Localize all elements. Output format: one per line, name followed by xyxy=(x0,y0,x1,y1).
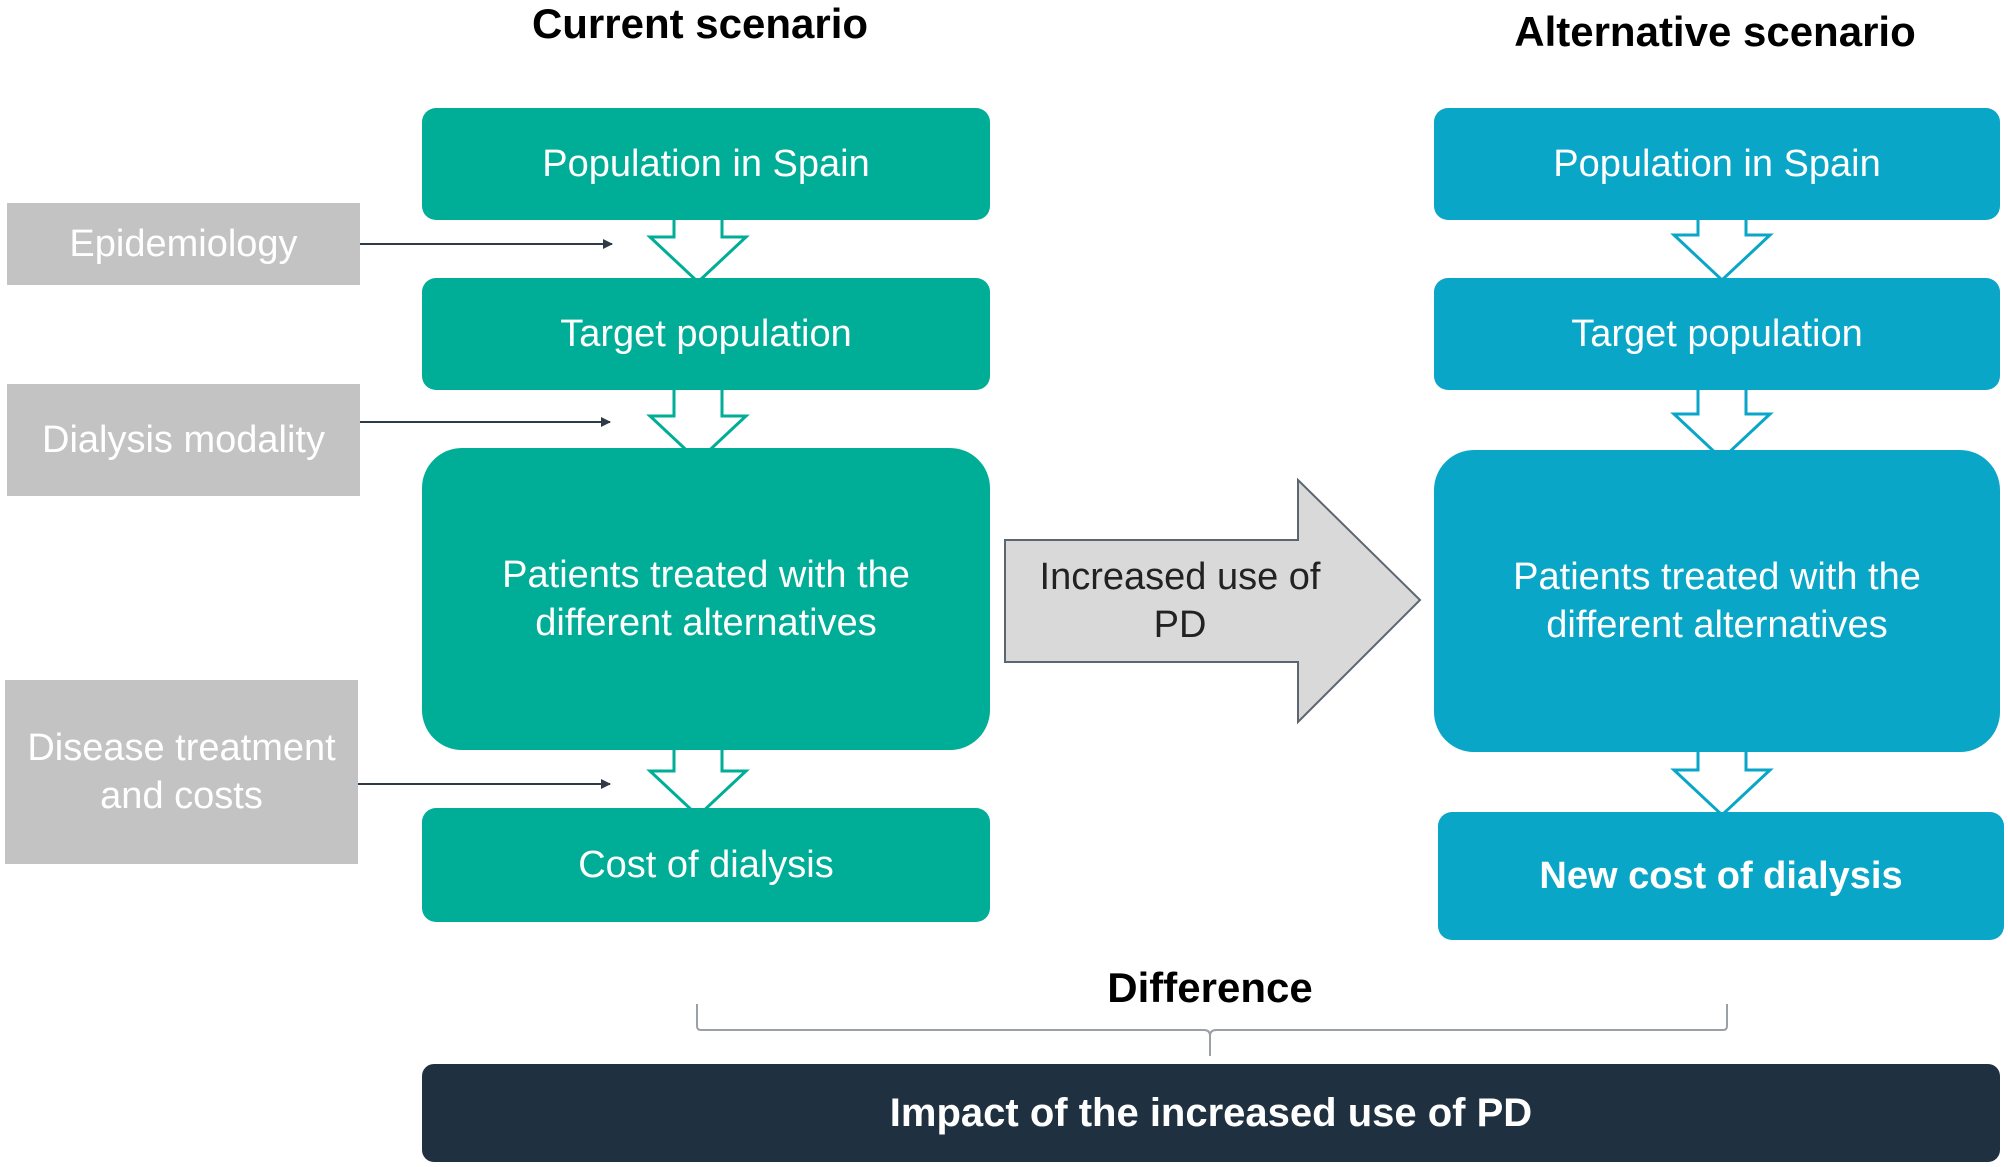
alternative-target-population-box: Target population xyxy=(1434,278,2000,390)
difference-brace xyxy=(696,1004,1728,1056)
difference-label: Difference xyxy=(1107,964,1313,1011)
down-arrow-icon xyxy=(1670,384,1774,462)
impact-bar: Impact of the increased use of PD xyxy=(422,1064,2000,1162)
alternative-new-cost-box: New cost of dialysis xyxy=(1438,812,2004,940)
current-patients-box: Patients treated with the different alte… xyxy=(422,448,990,750)
input-disease-treatment-costs: Disease treatment and costs xyxy=(5,680,358,864)
down-arrow-icon xyxy=(646,386,750,464)
alternative-patients-box: Patients treated with the different alte… xyxy=(1434,450,2000,752)
down-arrow-icon xyxy=(1670,740,1774,818)
transition-label: Increased use of PD xyxy=(1039,556,1321,646)
current-population-box: Population in Spain xyxy=(422,108,990,220)
input-dialysis-modality: Dialysis modality xyxy=(7,384,360,496)
down-arrow-icon xyxy=(646,741,750,819)
input-epidemiology: Epidemiology xyxy=(7,203,360,285)
current-scenario-title: Current scenario xyxy=(531,0,869,47)
alternative-population-box: Population in Spain xyxy=(1434,108,2000,220)
alternative-scenario-title: Alternative scenario xyxy=(1514,8,1916,55)
transition-arrow-icon xyxy=(1004,477,1422,725)
current-target-population-box: Target population xyxy=(422,278,990,390)
current-cost-box: Cost of dialysis xyxy=(422,808,990,922)
